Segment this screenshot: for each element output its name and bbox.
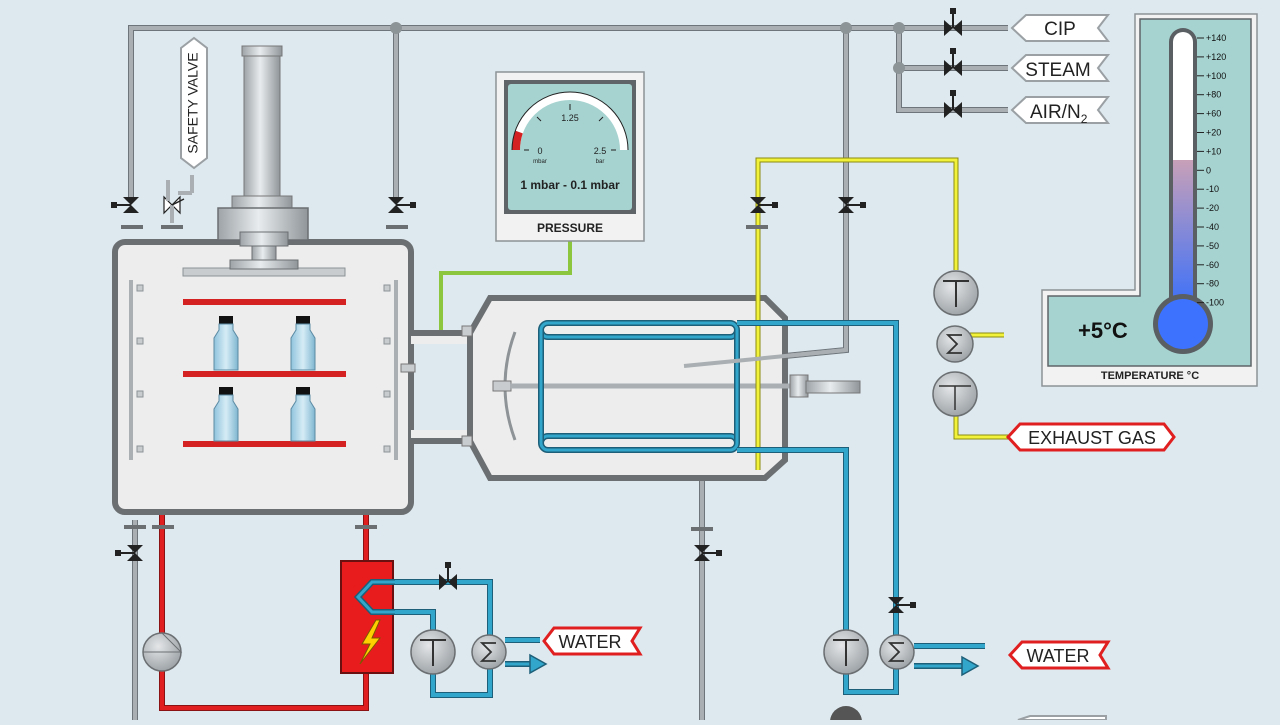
thermometer-tick-label: +120 xyxy=(1206,52,1226,62)
thermometer-tick-label: +100 xyxy=(1206,71,1226,81)
pumps xyxy=(142,270,979,725)
valve-icon[interactable] xyxy=(888,597,916,613)
valve-icon[interactable] xyxy=(694,545,722,561)
temperature-value: +5 xyxy=(1078,318,1103,343)
gauge-scale-max: 2.5 xyxy=(594,146,607,156)
pump-icon[interactable] xyxy=(879,634,915,670)
connecting-duct xyxy=(400,330,470,444)
valves xyxy=(111,8,962,613)
condenser-coil xyxy=(538,320,740,453)
valve-icon[interactable] xyxy=(838,197,866,213)
bottle-icon xyxy=(290,387,316,442)
thermometer-tick-label: 0 xyxy=(1206,165,1211,175)
lightning-icon xyxy=(359,619,382,665)
pump-icon xyxy=(830,706,862,725)
thermometer-scale: +140+120+100+80+60+20+100-10-20-40-50-60… xyxy=(1197,33,1226,308)
thermometer-tick-label: -100 xyxy=(1206,298,1224,308)
thermometer-panel: +140+120+100+80+60+20+100-10-20-40-50-60… xyxy=(1041,13,1258,387)
thermometer-mercury xyxy=(1173,160,1193,320)
gauge-reading: 1 mbar - 0.1 mbar xyxy=(520,178,620,192)
gauge-unit-min: mbar xyxy=(533,159,547,165)
vials xyxy=(213,316,316,442)
exhaust-gas-tag[interactable]: EXHAUST GAS xyxy=(1005,422,1176,452)
water-label-left: WATER xyxy=(559,632,622,652)
shelf-1 xyxy=(183,299,346,305)
bottle-icon xyxy=(213,387,239,442)
pump-icon[interactable] xyxy=(471,634,507,670)
thermometer-tick-label: -40 xyxy=(1206,222,1219,232)
thermometer-tick-label: +140 xyxy=(1206,33,1226,43)
thermometer-tick-label: -60 xyxy=(1206,260,1219,270)
thermometer-tick-label: -10 xyxy=(1206,184,1219,194)
gauge-unit-max: bar xyxy=(596,159,605,165)
valve-icon[interactable] xyxy=(439,562,457,590)
vacuum-pump-icon[interactable] xyxy=(932,371,978,417)
steam-label: STEAM xyxy=(1025,60,1090,81)
drying-chamber xyxy=(112,239,414,515)
water-label-right: WATER xyxy=(1027,646,1090,666)
gauge-title: PRESSURE xyxy=(537,221,603,235)
pump-icon[interactable] xyxy=(142,632,183,672)
heat-exchanger-icon[interactable] xyxy=(410,629,456,675)
valve-icon[interactable] xyxy=(944,90,962,118)
thermometer-tick-label: +20 xyxy=(1206,128,1221,138)
steam-tag[interactable]: STEAM xyxy=(1010,54,1111,82)
temperature-reading: +5°C xyxy=(1078,318,1128,343)
condenser-vessel xyxy=(461,220,861,481)
valve-icon[interactable] xyxy=(111,197,139,213)
stoppering-ram xyxy=(217,45,309,270)
valve-icon[interactable] xyxy=(388,197,416,213)
pump-icon[interactable] xyxy=(936,325,974,363)
cip-tag[interactable]: CIP xyxy=(1010,14,1111,42)
thermometer-tick-label: +10 xyxy=(1206,146,1221,156)
thermometer-tick-label: +80 xyxy=(1206,90,1221,100)
gauge-scale-mid: 1.25 xyxy=(561,113,579,123)
pressure-sensing-line xyxy=(439,240,572,333)
air-n2-text: AIR/N xyxy=(1030,102,1081,123)
air-n2-subscript: 2 xyxy=(1081,112,1088,126)
bottle-icon xyxy=(213,316,239,371)
valve-icon[interactable] xyxy=(115,545,143,561)
water-tag-right[interactable]: WATER xyxy=(1007,640,1111,670)
heater-water-loop xyxy=(395,579,540,698)
thermometer-tick-label: -80 xyxy=(1206,279,1219,289)
utility-labels: CIP STEAM AIR/N2 EXHAUST GAS WATER WATER xyxy=(542,14,1176,721)
valve-icon[interactable] xyxy=(944,48,962,76)
thermometer-tick-label: -20 xyxy=(1206,203,1219,213)
water-tag-left[interactable]: WATER xyxy=(542,626,643,656)
thermometer-tick-label: -50 xyxy=(1206,241,1219,251)
shelf-3 xyxy=(183,441,346,447)
gauge-scale-min: 0 xyxy=(537,146,542,156)
condenser-water-lines xyxy=(737,320,985,695)
valve-icon[interactable] xyxy=(944,8,962,36)
partial-tag xyxy=(1017,715,1107,721)
valve-icon[interactable] xyxy=(750,197,778,213)
cip-label: CIP xyxy=(1044,19,1076,40)
arrow-icon xyxy=(914,655,980,677)
temperature-unit: °C xyxy=(1103,318,1128,343)
electric-heater[interactable] xyxy=(340,560,395,674)
exhaust-line xyxy=(755,157,1008,440)
air-n2-tag[interactable]: AIR/N2 xyxy=(1010,96,1111,126)
pressure-gauge: 0 1.25 2.5 mbar bar 1 mbar - 0.1 mbar PR… xyxy=(495,71,645,242)
shelf-2 xyxy=(183,371,346,377)
heat-exchanger-icon[interactable] xyxy=(823,629,869,675)
safety-valve-text: SAFETY VALVE xyxy=(185,52,201,153)
thermometer-title: TEMPERATURE °C xyxy=(1101,370,1199,382)
arrow-icon xyxy=(505,653,548,675)
safety-valve[interactable] xyxy=(163,175,194,223)
bottle-icon xyxy=(290,316,316,371)
safety-valve-label: SAFETY VALVE xyxy=(180,36,208,170)
exhaust-gas-label: EXHAUST GAS xyxy=(1028,428,1156,448)
air-n2-label: AIR/N2 xyxy=(1030,102,1088,126)
heat-exchanger-icon[interactable] xyxy=(933,270,979,316)
thermometer-tick-label: +60 xyxy=(1206,109,1221,119)
